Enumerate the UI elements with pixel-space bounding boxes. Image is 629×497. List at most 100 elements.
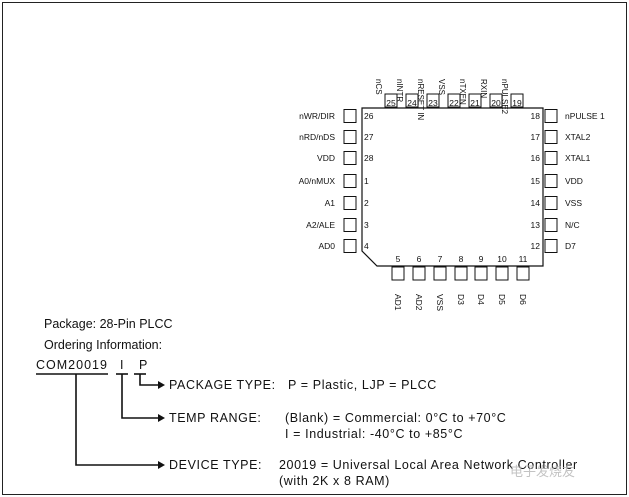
pin-pad-21	[468, 93, 482, 108]
pin-name-vss: VSS	[437, 79, 446, 95]
pin-name-nwr-dir: nWR/DIR	[299, 111, 335, 121]
pin-name-nrd-nds: nRD/nDS	[299, 132, 335, 142]
pin-number-20: 20	[491, 98, 501, 108]
part-code-temp: I	[120, 358, 124, 372]
pin-name-npulse-1: nPULSE 1	[565, 111, 605, 121]
pin-number-23: 23	[428, 98, 438, 108]
pin-number-3: 3	[364, 220, 369, 230]
pin-number-1: 1	[364, 176, 369, 186]
pin-number-16: 16	[531, 153, 541, 163]
package-arrow-icon	[158, 381, 165, 389]
pin-name-ad2: AD2	[414, 294, 424, 311]
pin-name-vdd: VDD	[317, 153, 335, 163]
pin-name-d6: D6	[518, 294, 528, 305]
pin-pad-10	[495, 266, 509, 281]
pin-number-5: 5	[396, 254, 401, 264]
pin-name-a1: A1	[325, 198, 336, 208]
device-type-label: DEVICE TYPE:	[169, 458, 262, 472]
pin-pad-24	[405, 93, 419, 108]
pin-name-ncs: nCS	[374, 79, 383, 95]
pin-number-26: 26	[364, 111, 374, 121]
pin-number-27: 27	[364, 132, 374, 142]
pin-pad-9	[474, 266, 488, 281]
package-type-value: P = Plastic, LJP = PLCC	[288, 378, 437, 392]
pin-name-ntxen: nTXEN	[458, 79, 467, 105]
pin-name-rxin: RXIN	[479, 79, 488, 98]
pin-pad-1	[343, 174, 357, 188]
package-type-label: PACKAGE TYPE:	[169, 378, 276, 392]
right-pin-labels: nPULSE 118XTAL217XTAL116VDD15VSS14N/C13D…	[531, 111, 605, 251]
pin-name-npulse2: nPULSE2	[500, 79, 509, 115]
pin-pad-20	[489, 93, 503, 108]
pin-number-2: 2	[364, 198, 369, 208]
pin-name-n-c: N/C	[565, 220, 580, 230]
top-pin-pads	[384, 93, 524, 108]
pin-name-a0-nmux: A0/nMUX	[299, 176, 336, 186]
ordering-title: Ordering Information:	[44, 338, 162, 352]
temp-arrow-icon	[158, 414, 165, 422]
pin-pad-17	[544, 130, 558, 144]
pin-name-d7: D7	[565, 241, 576, 251]
pin-pad-14	[544, 196, 558, 210]
pin-pad-25	[384, 93, 398, 108]
pin-number-4: 4	[364, 241, 369, 251]
chip-body	[361, 107, 544, 267]
temp-leader	[121, 374, 158, 419]
pin-name-nintr: nINTR	[395, 79, 404, 102]
pin-number-14: 14	[531, 198, 541, 208]
pin-number-15: 15	[531, 176, 541, 186]
pin-pad-26	[343, 109, 357, 123]
pin-number-6: 6	[417, 254, 422, 264]
watermark: 电子发烧友	[510, 464, 575, 480]
pin-number-7: 7	[438, 254, 443, 264]
pin-number-13: 13	[531, 220, 541, 230]
pin-pad-7	[433, 266, 447, 281]
left-pin-pads	[343, 109, 357, 253]
bottom-pin-pads	[391, 266, 530, 281]
pin-number-17: 17	[531, 132, 541, 142]
package-line: Package: 28-Pin PLCC	[44, 317, 173, 331]
pin-pad-13	[544, 218, 558, 232]
pin-number-12: 12	[531, 241, 541, 251]
pin-name-vdd: VDD	[565, 176, 583, 186]
pin-name-d4: D4	[476, 294, 486, 305]
package-leader	[139, 374, 158, 386]
pin-pad-18	[544, 109, 558, 123]
pin-pad-28	[343, 151, 357, 165]
pin-number-8: 8	[459, 254, 464, 264]
device-leader	[75, 374, 158, 466]
pin-name-ad1: AD1	[393, 294, 403, 311]
pin-pad-3	[343, 218, 357, 232]
pin-pad-16	[544, 151, 558, 165]
pin-number-22: 22	[449, 98, 459, 108]
device-arrow-icon	[158, 461, 165, 469]
pin-name-d5: D5	[497, 294, 507, 305]
pin-number-28: 28	[364, 153, 374, 163]
pin-pad-5	[391, 266, 405, 281]
pin-name-vss: VSS	[435, 294, 445, 311]
temp-range-commercial: (Blank) = Commercial: 0°C to +70°C	[285, 411, 506, 425]
pin-number-11: 11	[519, 254, 528, 264]
temp-range-industrial: I = Industrial: -40°C to +85°C	[285, 427, 463, 441]
pin-pad-4	[343, 239, 357, 253]
pin-number-19: 19	[512, 98, 522, 108]
pin-pad-23	[426, 93, 440, 108]
part-code-package: P	[139, 358, 148, 372]
pin-pad-11	[516, 266, 530, 281]
pin-name-a2-ale: A2/ALE	[306, 220, 335, 230]
pin-pad-22	[447, 93, 461, 108]
pin-number-24: 24	[407, 98, 417, 108]
device-type-value: 20019 = Universal Local Area Network Con…	[279, 458, 578, 472]
pin-name-nreset-in: nRESET IN	[416, 79, 425, 120]
pin-name-xtal1: XTAL1	[565, 153, 591, 163]
right-pin-pads	[544, 109, 558, 253]
pin-pad-8	[454, 266, 468, 281]
pin-number-25: 25	[386, 98, 396, 108]
pin-number-9: 9	[479, 254, 484, 264]
pin-pad-12	[544, 239, 558, 253]
